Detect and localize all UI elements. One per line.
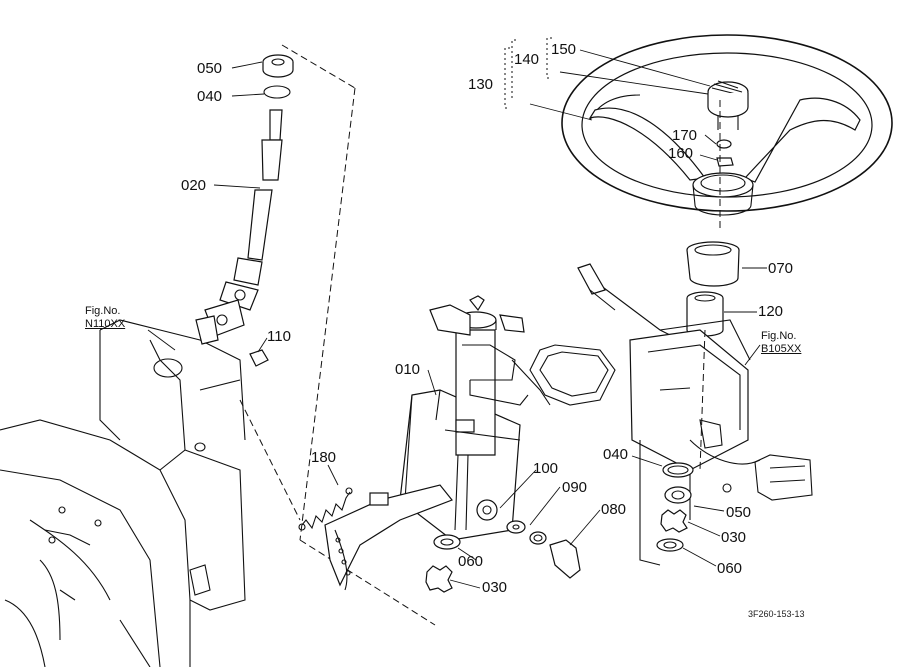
part-label-080: 080 bbox=[601, 501, 627, 518]
part-label-090: 090 bbox=[562, 479, 588, 496]
part-label-150: 150 bbox=[551, 41, 577, 58]
figure-ref-right: Fig.No. B105XX bbox=[761, 330, 801, 355]
assembly-dashed-lines bbox=[239, 44, 436, 626]
small-parts-right bbox=[656, 462, 694, 552]
part-label-010: 010 bbox=[395, 361, 421, 378]
figure-ref-left-line2: N110XX bbox=[85, 317, 126, 330]
part-label-030-mid: 030 bbox=[482, 579, 508, 596]
figure-ref-right-line1: Fig.No. bbox=[761, 330, 797, 342]
part-label-160: 160 bbox=[668, 145, 694, 162]
part-label-050-right: 050 bbox=[726, 504, 752, 521]
part-label-020: 020 bbox=[181, 177, 207, 194]
part-label-180: 180 bbox=[311, 449, 337, 466]
figure-ref-right-line2: B105XX bbox=[761, 342, 802, 355]
part-label-120: 120 bbox=[758, 303, 784, 320]
part-label-100: 100 bbox=[533, 460, 559, 477]
tractor-body-outline bbox=[0, 319, 246, 668]
leader-lines bbox=[147, 49, 767, 589]
label-brackets bbox=[504, 37, 552, 109]
part-label-040-top: 040 bbox=[197, 88, 223, 105]
sleeve-120 bbox=[686, 291, 724, 337]
steering-shaft-020 bbox=[195, 54, 294, 345]
part-label-050-top: 050 bbox=[197, 60, 223, 77]
bushing-070 bbox=[686, 241, 740, 287]
drawing-code: 3F260-153-13 bbox=[748, 609, 805, 619]
small-parts-mid bbox=[425, 499, 581, 593]
part-label-040-right: 040 bbox=[603, 446, 629, 463]
part-label-070: 070 bbox=[768, 260, 794, 277]
figure-ref-left: Fig.No. N110XX bbox=[85, 305, 125, 330]
figure-ref-left-line1: Fig.No. bbox=[85, 305, 121, 317]
spring-180 bbox=[298, 487, 353, 531]
part-label-130: 130 bbox=[468, 76, 494, 93]
assembly-dashed-lines-right bbox=[639, 100, 721, 560]
part-label-140: 140 bbox=[514, 51, 540, 68]
tilt-lever-loop bbox=[511, 344, 616, 406]
part-label-060-mid: 060 bbox=[458, 553, 484, 570]
part-label-170: 170 bbox=[672, 127, 698, 144]
part-label-110: 110 bbox=[267, 328, 291, 345]
part-label-030-right: 030 bbox=[721, 529, 747, 546]
column-bracket-010 bbox=[324, 295, 529, 591]
steering-wheel-130 bbox=[561, 34, 893, 216]
nut-110 bbox=[249, 349, 269, 367]
nut-160 bbox=[716, 139, 734, 167]
part-label-060-right: 060 bbox=[717, 560, 743, 577]
